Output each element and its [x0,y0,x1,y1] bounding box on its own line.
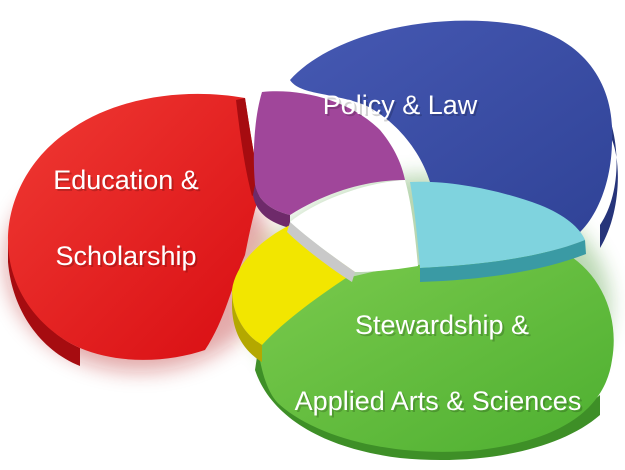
label-policy-line-1: Policy & Law [323,90,478,120]
segment-stewardship-top [255,250,614,452]
segment-policy-top [290,20,613,246]
svg-text:Policy & Law: Policy & Law [325,92,480,122]
svg-text:Stewardship &: Stewardship & [357,312,531,342]
label-stewardship-line-2: Applied Arts & Sciences [295,386,582,416]
segment-policy [290,20,618,248]
overlap-education-policy [253,91,405,215]
label-stewardship-line-1: Stewardship & [355,310,529,340]
label-education-shadow-1: Education & [55,167,201,197]
overlap-education-stewardship-edge [232,290,262,362]
overlap-center [290,180,418,272]
svg-text:Education &: Education & [53,165,199,195]
label-policy-shadow: Policy & Law [325,92,480,122]
label-stewardship-shadow-2: Applied Arts & Sciences [297,388,584,418]
label-education-line-1: Education & [53,165,199,195]
overlap-policy-stewardship-edge [420,240,586,282]
segment-policy-side [600,120,618,248]
svg-text:Policy & Law: Policy & Law [323,90,478,120]
label-education-shadow-2: Scholarship [57,243,198,273]
svg-text:Education &: Education & [55,167,201,197]
svg-text:Stewardship &: Stewardship & [355,310,529,340]
overlap-regions [232,91,586,362]
overlap-center-edge [287,222,355,282]
svg-text:Applied Arts & Sciences: Applied Arts & Sciences [297,388,584,418]
svg-text:Scholarship: Scholarship [55,241,196,271]
overlap-education-policy-edge [253,185,290,228]
overlap-policy-stewardship [410,181,585,268]
svg-text:Applied Arts & Sciences: Applied Arts & Sciences [295,386,582,416]
segment-stewardship [255,250,614,461]
segment-labels: Policy & Law Policy & Law Education & Ed… [53,90,583,418]
svg-text:Scholarship: Scholarship [57,243,198,273]
segment-education-side [8,240,80,366]
label-education-line-2: Scholarship [55,241,196,271]
segment-education-top [8,93,262,360]
label-stewardship-shadow-1: Stewardship & [357,312,531,342]
